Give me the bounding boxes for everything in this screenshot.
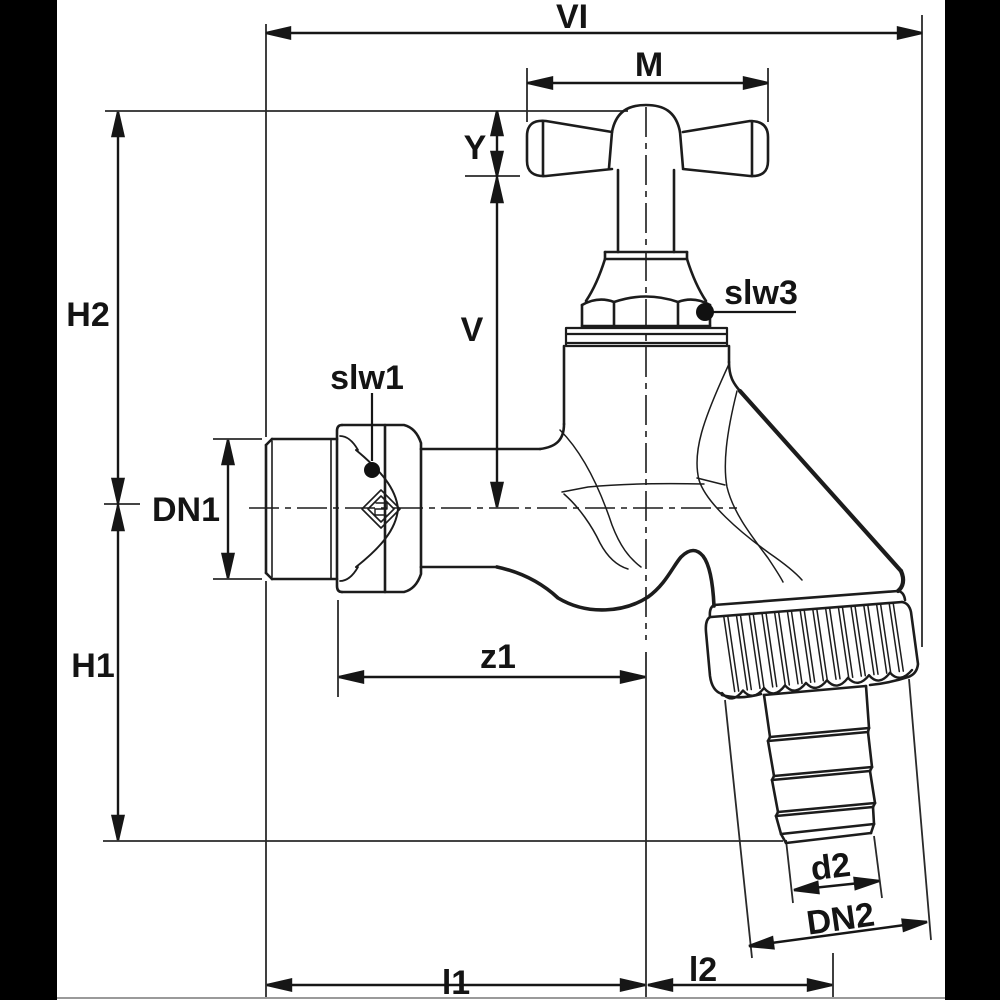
label-y: Y: [464, 129, 487, 167]
brand-diamond-logo: [361, 489, 401, 529]
label-slw3: slw3: [724, 274, 798, 312]
valve-body: [495, 344, 906, 612]
dim-l2: [647, 977, 833, 993]
knurl-ribs: [722, 602, 905, 693]
dim-vi: [265, 25, 923, 41]
packing-gland-rings: [564, 326, 729, 348]
male-thread: [264, 437, 339, 581]
tap-outline: [264, 103, 920, 845]
label-d2: d2: [809, 846, 853, 889]
dim-dn1: [220, 439, 236, 579]
slw3-leader-dot: [696, 303, 714, 321]
dim-z1: [338, 669, 646, 685]
tap-spindle: [584, 168, 708, 303]
extension-lines: [103, 15, 932, 997]
dim-m: [527, 75, 769, 91]
label-dn2: DN2: [804, 896, 877, 943]
label-vi: VI: [556, 0, 588, 36]
label-h1: H1: [71, 647, 114, 685]
dim-h2-h1: [110, 111, 126, 841]
tap-handle: [525, 103, 770, 178]
label-l2: l2: [689, 951, 717, 989]
label-l1: l1: [442, 964, 470, 1000]
label-h2: H2: [66, 296, 109, 334]
dim-l1: [266, 977, 646, 993]
right-black-border: [945, 0, 1000, 1000]
bonnet-hex-nut: [580, 295, 712, 328]
dimension-labels: VI M Y V H2 H1 DN1 slw1 slw3 z1 l1 l2 d2…: [66, 0, 877, 1000]
label-dn1: DN1: [152, 491, 220, 529]
spout-inner-curves: [559, 363, 803, 583]
dimension-lines: [110, 25, 928, 993]
label-v: V: [461, 311, 484, 349]
slw1-leader-dot: [364, 462, 380, 478]
dim-dn2: [748, 918, 928, 950]
spout-outer-edge: [737, 388, 904, 574]
hose-barb: [762, 684, 877, 845]
leader-lines: [364, 303, 796, 478]
hose-union-nut: [704, 589, 920, 700]
inlet-tube: [419, 447, 542, 569]
label-slw1: slw1: [330, 359, 404, 397]
dim-d2: [793, 876, 880, 895]
body-underside: [495, 548, 716, 612]
left-black-border: [0, 0, 57, 1000]
label-z1: z1: [480, 638, 516, 676]
center-lines: [249, 107, 737, 640]
label-m: M: [635, 46, 663, 84]
dim-y-v: [489, 110, 505, 508]
